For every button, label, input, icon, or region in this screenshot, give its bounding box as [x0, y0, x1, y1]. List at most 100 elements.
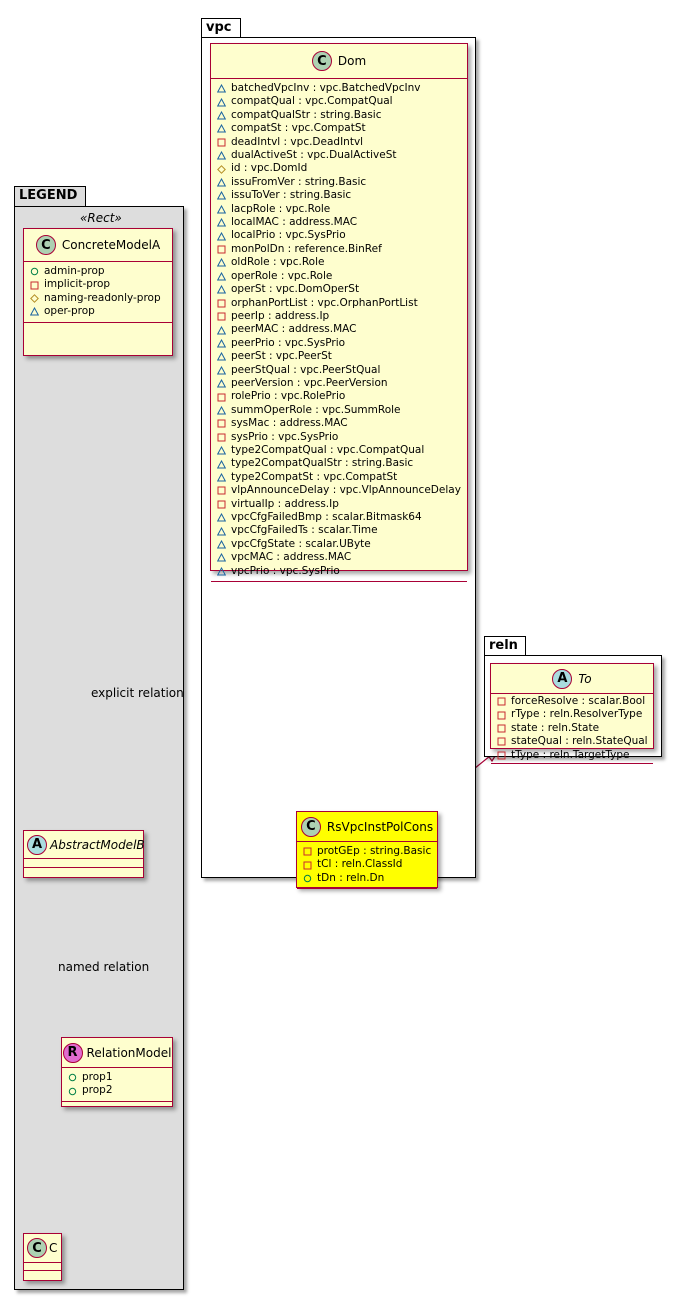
attribute-row: compatQualStr : string.Basic [217, 109, 461, 122]
attribute-text: monPolDn : reference.BinRef [231, 242, 382, 255]
class-name: RelationModel [86, 1045, 172, 1060]
attribute-row: peerMAC : address.MAC [217, 323, 461, 336]
attribute-row: type2CompatSt : vpc.CompatSt [217, 471, 461, 484]
attribute-row: vpcCfgState : scalar.UByte [217, 538, 461, 551]
attribute-text: compatSt : vpc.CompatSt [231, 122, 366, 135]
attribute-row: prop2 [68, 1084, 166, 1097]
package-visibility-icon [217, 84, 226, 93]
class-name: Dom [337, 54, 367, 68]
attribute-text: compatQualStr : string.Basic [231, 108, 382, 121]
public-visibility-icon [68, 1087, 77, 1096]
attribute-row: compatSt : vpc.CompatSt [217, 122, 461, 135]
private-visibility-icon [497, 724, 506, 733]
attribute-row: peerSt : vpc.PeerSt [217, 350, 461, 363]
attribute-text: tType : reln.TargetType [511, 748, 630, 761]
attribute-row: deadIntvl : vpc.DeadIntvl [217, 136, 461, 149]
attribute-text: vpcCfgFailedBmp : scalar.Bitmask64 [231, 511, 422, 523]
private-visibility-icon [217, 312, 226, 321]
operations-compartment [491, 764, 653, 769]
attribute-row: rType : reln.ResolverType [497, 708, 647, 721]
attribute-row: vpcPrio : vpc.SysPrio [217, 565, 461, 578]
legend-package-name: LEGEND [19, 188, 78, 203]
attribute-text: dualActiveSt : vpc.DualActiveSt [231, 149, 397, 162]
class-abstractmodelb[interactable]: A AbstractModelB [23, 830, 145, 878]
legend-package-tab: LEGEND [14, 186, 86, 207]
attribute-row: operSt : vpc.DomOperSt [217, 283, 461, 296]
class-kind-icon: C [311, 51, 332, 71]
attribute-row: type2CompatQualStr : string.Basic [217, 457, 461, 470]
attribute-row: issuFromVer : string.Basic [217, 176, 461, 189]
private-visibility-icon [217, 393, 226, 402]
attribute-text: vpcPrio : vpc.SysPrio [231, 564, 340, 577]
attribute-text: rType : reln.ResolverType [511, 708, 643, 721]
attribute-text: admin-prop [44, 265, 105, 277]
class-name: AbstractModelB [50, 837, 145, 852]
class-kind-icon: R [62, 1042, 83, 1063]
class-name: To [578, 671, 592, 686]
package-visibility-icon [217, 338, 226, 348]
named-relation-label: named relation [58, 960, 150, 974]
attribute-list [24, 859, 143, 868]
attribute-text: vpcCfgFailedTs : scalar.Time [231, 524, 378, 537]
package-visibility-icon [217, 566, 226, 576]
class-dom[interactable]: C Dom batchedVpcInv : vpc.BatchedVpcInv c… [210, 43, 468, 583]
attribute-row: peerVersion : vpc.PeerVersion [217, 377, 461, 390]
attribute-text: tCl : reln.ClassId [317, 858, 403, 871]
reln-package-name: reln [489, 638, 518, 653]
reln-package-tab: reln [484, 636, 526, 656]
package-visibility-icon [217, 365, 226, 375]
class-kind-icon: C [35, 235, 56, 255]
private-visibility-icon [497, 751, 506, 760]
private-visibility-icon [217, 138, 226, 147]
package-visibility-icon [217, 513, 226, 522]
operations-compartment [211, 582, 467, 590]
class-kind-icon: A [27, 834, 47, 855]
private-visibility-icon [217, 245, 226, 254]
private-visibility-icon [217, 486, 226, 495]
package-visibility-icon [30, 307, 39, 316]
private-visibility-icon [303, 861, 312, 870]
attribute-row: id : vpc.DomId [217, 162, 461, 175]
operations-compartment [24, 1271, 61, 1279]
attribute-text: implicit-prop [44, 278, 111, 291]
class-rsvpcinstpolcons[interactable]: C RsVpcInstPolCons protGEp : string.Basi… [296, 811, 438, 890]
attribute-row: peerPrio : vpc.SysPrio [217, 337, 461, 350]
attribute-text: oper-prop [44, 305, 95, 318]
attribute-row: prop1 [68, 1071, 166, 1084]
package-visibility-icon [217, 553, 226, 562]
attribute-text: batchedVpcInv : vpc.BatchedVpcInv [231, 82, 421, 94]
public-visibility-icon [68, 1073, 77, 1082]
package-visibility-icon [217, 379, 226, 388]
attribute-text: sysPrio : vpc.SysPrio [231, 430, 339, 443]
attribute-row: peerIp : address.Ip [217, 310, 461, 323]
attribute-row: oper-prop [30, 305, 166, 318]
package-visibility-icon [217, 526, 226, 536]
private-visibility-icon [217, 419, 226, 428]
package-visibility-icon [217, 111, 226, 120]
class-c[interactable]: C C [23, 1233, 62, 1281]
attribute-row: state : reln.State [497, 722, 647, 735]
attribute-row: oldRole : vpc.Role [217, 256, 461, 269]
attribute-list [24, 1263, 61, 1271]
explicit-relation-label: explicit relation [91, 686, 184, 700]
package-visibility-icon [217, 124, 226, 133]
attribute-row: vpcMAC : address.MAC [217, 551, 461, 564]
attribute-text: issuFromVer : string.Basic [231, 175, 367, 188]
attribute-text: vpcCfgState : scalar.UByte [231, 537, 371, 550]
attribute-text: localPrio : vpc.SysPrio [231, 229, 346, 242]
package-visibility-icon [217, 258, 226, 267]
class-kind-icon: C [27, 1238, 47, 1258]
attribute-text: rolePrio : vpc.RolePrio [231, 390, 346, 403]
attribute-text: localMAC : address.MAC [231, 216, 358, 229]
vpc-package-name: vpc [206, 20, 232, 35]
package-visibility-icon [217, 352, 226, 361]
attribute-text: forceResolve : scalar.Bool [511, 695, 646, 707]
private-visibility-icon [217, 433, 226, 442]
